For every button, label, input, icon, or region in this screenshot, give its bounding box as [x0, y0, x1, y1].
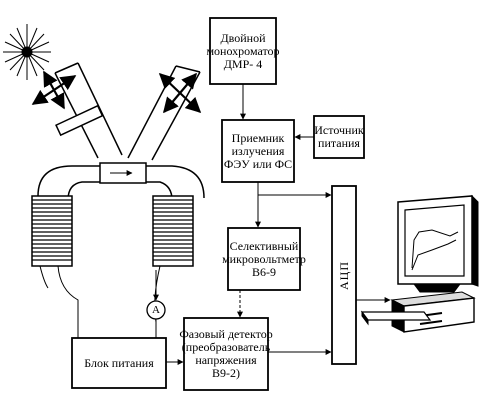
voltmeter-line-2: микровольтметр [222, 251, 306, 266]
detector-line-1: Фазовый детектор [179, 327, 273, 341]
detector-line-2: (преобразователь [181, 340, 271, 354]
adc-block [331, 185, 357, 365]
monochromator-line-3: ДМР- 4 [223, 56, 263, 71]
polarizer-plate [55, 104, 104, 137]
voltmeter-block [227, 227, 301, 291]
voltmeter-label: Селективный микровольтметр В6-9 [222, 228, 306, 290]
receiver-line-2: излучения [231, 143, 285, 158]
polarization-arrows [31, 70, 202, 114]
monochromator-line-1: Двойной [220, 30, 266, 45]
detector-line-3: напряжения [195, 353, 257, 367]
receiver-label: Приемник излучения ФЭУ или ФС [222, 120, 294, 182]
receiver-line-1: Приемник [231, 130, 285, 145]
power-label: Блок питания [72, 338, 166, 388]
power-line-1: Блок питания [84, 355, 154, 370]
detector-line-4: В9-2) [212, 366, 240, 380]
monochromator-line-2: монохроматор [206, 43, 280, 58]
receiver-line-3: ФЭУ или ФС [223, 156, 293, 171]
detector-label: Фазовый детектор (преобразователь напряж… [179, 318, 272, 390]
source-block [313, 115, 365, 159]
reflected-beam [127, 65, 201, 161]
ammeter-icon [146, 300, 166, 320]
left-coil [31, 195, 73, 267]
voltmeter-line-1: Селективный [229, 238, 299, 253]
sample [99, 162, 147, 184]
light-source-icon [3, 24, 51, 80]
adc-label-wrap: АЦП [332, 186, 356, 364]
source-line-2: питания [318, 136, 360, 150]
power-block [71, 337, 167, 389]
right-coil [152, 195, 194, 267]
source-label: Источник питания [314, 116, 364, 158]
connections [166, 84, 391, 365]
ammeter-label: А [147, 301, 165, 319]
receiver-block [221, 119, 295, 183]
detector-block [183, 317, 269, 391]
ammeter-letter: А [152, 303, 160, 316]
voltmeter-line-3: В6-9 [252, 264, 276, 279]
source-line-1: Источник [314, 123, 364, 137]
coil-wires [39, 265, 161, 338]
adc-label: АЦП [336, 260, 351, 290]
monochromator-label: Двойной монохроматор ДМР- 4 [206, 18, 279, 84]
computer-icon [360, 194, 479, 333]
